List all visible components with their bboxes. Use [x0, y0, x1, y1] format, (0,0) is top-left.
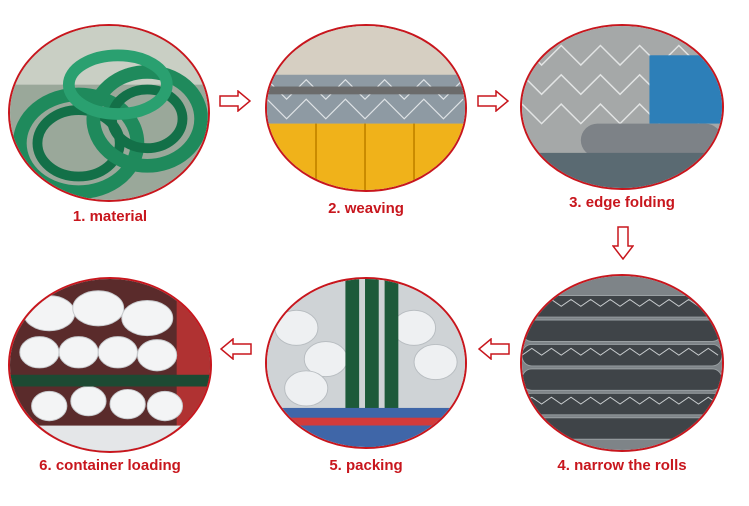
step-6-image — [8, 277, 212, 453]
arrow-left-icon — [220, 338, 252, 360]
step-5-label: 5. packing — [329, 457, 403, 474]
step-4-label: 4. narrow the rolls — [557, 457, 687, 474]
packed-rolls-icon — [267, 279, 465, 447]
step-3-label: 3. edge folding — [569, 194, 675, 211]
weaving-machine-icon — [267, 26, 465, 190]
edge-folding-machine-icon — [522, 26, 722, 188]
arrow-right-icon — [219, 90, 251, 112]
step-1-image — [8, 24, 210, 202]
step-3-image — [520, 24, 724, 190]
step-6-label: 6. container loading — [39, 457, 181, 474]
mesh-rolls-icon — [522, 276, 722, 450]
arrow-right-icon — [477, 90, 509, 112]
step-5-image — [265, 277, 467, 449]
container-rolls-icon — [10, 279, 210, 451]
step-1-label: 1. material — [72, 208, 148, 225]
arrow-left-icon — [478, 338, 510, 360]
step-4-image — [520, 274, 724, 452]
step-2-image — [265, 24, 467, 192]
step-2-label: 2. weaving — [328, 200, 404, 217]
green-wire-coils-icon — [10, 26, 208, 200]
arrow-down-icon — [612, 226, 634, 260]
